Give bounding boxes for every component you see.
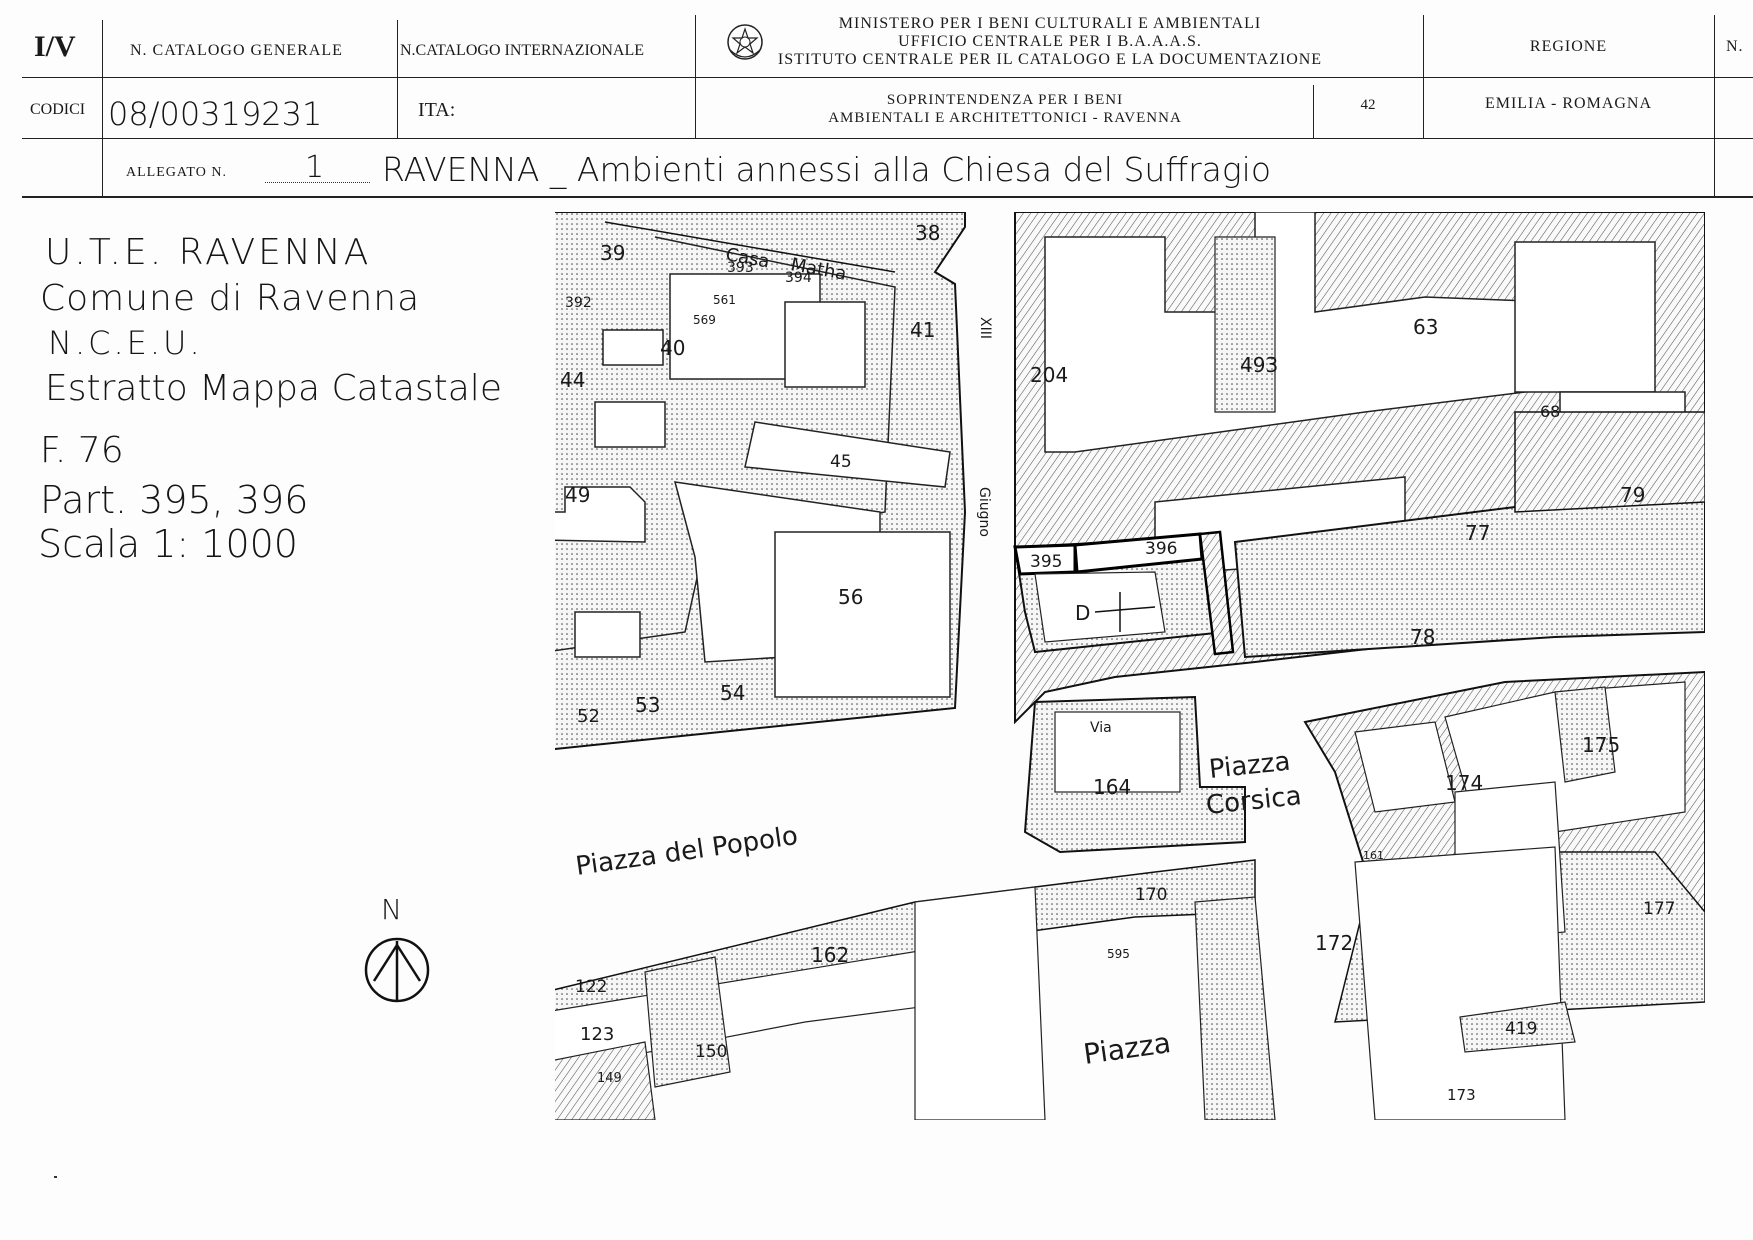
parcel-41: 41 xyxy=(910,318,935,342)
parcel-52: 52 xyxy=(577,706,600,727)
label-giugno: Giugno xyxy=(976,487,992,537)
parcel-396: 396 xyxy=(1145,539,1177,559)
parcel-177: 177 xyxy=(1643,899,1675,919)
parcel-174: 174 xyxy=(1445,771,1483,795)
parcel-45: 45 xyxy=(830,452,852,472)
parcel-44: 44 xyxy=(560,368,585,392)
label-piazza: Piazza xyxy=(1081,1026,1173,1071)
parcel-d: D xyxy=(1075,601,1090,625)
parcel-54: 54 xyxy=(720,681,745,705)
parcel-393: 393 xyxy=(727,260,754,276)
parcel-419: 419 xyxy=(1505,1019,1537,1039)
codici-value: 08/00319231 xyxy=(108,95,323,133)
parcel-149: 149 xyxy=(597,1071,622,1086)
allegato-label: ALLEGATO N. xyxy=(126,165,227,180)
soprintendenza-line-2: AMBIENTALI E ARCHITETTONICI - RAVENNA xyxy=(828,110,1182,126)
parcel-170: 170 xyxy=(1135,885,1167,905)
parcel-78: 78 xyxy=(1410,625,1435,649)
parcel-68: 68 xyxy=(1540,402,1560,421)
parcel-56: 56 xyxy=(838,585,863,609)
parcel-595: 595 xyxy=(1107,947,1130,961)
catalogo-generale-label: N. CATALOGO GENERALE xyxy=(130,42,343,59)
ita-label: ITA: xyxy=(418,99,456,121)
label-piazza-del-popolo: Piazza del Popolo xyxy=(574,821,800,882)
note-ute: U.T.E. RAVENNA xyxy=(45,232,372,273)
parcel-395: 395 xyxy=(1030,552,1062,572)
label-xiii: XIII xyxy=(977,317,993,339)
catalogue-header: I/V N. CATALOGO GENERALE N.CATALOGO INTE… xyxy=(0,0,1753,200)
block-east-middle xyxy=(1233,411,1705,659)
parcel-79: 79 xyxy=(1620,483,1645,507)
parcel-39: 39 xyxy=(600,241,625,265)
n-label: N. xyxy=(1726,38,1744,55)
note-nceu: N.C.E.U. xyxy=(48,324,203,362)
code-42: 42 xyxy=(1360,97,1376,113)
parcel-204: 204 xyxy=(1030,363,1068,387)
ministry-line-1: MINISTERO PER I BENI CULTURALI E AMBIENT… xyxy=(838,15,1262,32)
parcel-161: 161 xyxy=(1363,849,1384,862)
catalogo-internazionale-label: N.CATALOGO INTERNAZIONALE xyxy=(400,42,645,59)
parcel-53: 53 xyxy=(635,693,660,717)
label-piazza-corsica-1: Piazza xyxy=(1208,747,1292,785)
ministry-line-2: UFFICIO CENTRALE PER I B.A.A.A.S. xyxy=(898,33,1202,50)
note-particelle: Part. 395, 396 xyxy=(40,478,309,522)
regione-label: REGIONE xyxy=(1529,38,1608,55)
parcel-569: 569 xyxy=(693,313,716,327)
note-estratto: Estratto Mappa Catastale xyxy=(45,368,502,409)
parcel-561: 561 xyxy=(713,293,736,307)
regione-value: EMILIA - ROMAGNA xyxy=(1484,95,1653,112)
note-comune: Comune di Ravenna xyxy=(40,278,421,319)
soprintendenza-line-1: SOPRINTENDENZA PER I BENI xyxy=(886,92,1124,108)
parcel-38: 38 xyxy=(915,221,940,245)
parcel-150: 150 xyxy=(695,1042,727,1062)
parcel-162: 162 xyxy=(811,943,849,967)
volume-number: I/V xyxy=(34,30,76,63)
parcel-labels: 38 39 392 393 394 561 569 40 41 44 45 49… xyxy=(560,221,1675,1104)
parcel-172: 172 xyxy=(1315,931,1353,955)
allegato-dotted-line xyxy=(265,182,370,183)
label-via: Via xyxy=(1090,720,1112,736)
block-north-west xyxy=(555,212,967,750)
block-south xyxy=(555,846,1576,1120)
parcel-173: 173 xyxy=(1447,1086,1476,1104)
parcel-493: 493 xyxy=(1240,353,1278,377)
parcel-164: 164 xyxy=(1093,775,1131,799)
parcel-49: 49 xyxy=(565,483,590,507)
cadastral-map: 38 39 392 393 394 561 569 40 41 44 45 49… xyxy=(555,212,1705,1120)
parcel-394: 394 xyxy=(785,270,812,286)
parcel-123: 123 xyxy=(580,1024,614,1045)
parcel-175: 175 xyxy=(1582,733,1620,757)
parcel-122: 122 xyxy=(575,977,607,997)
parcel-77: 77 xyxy=(1465,521,1490,545)
block-d-subject-parcels xyxy=(1013,530,1235,656)
note-foglio: F. 76 xyxy=(40,430,124,471)
parcel-63: 63 xyxy=(1413,315,1438,339)
north-arrow-icon xyxy=(364,937,430,1003)
note-scala: Scala 1: 1000 xyxy=(38,522,298,566)
codici-label: CODICI xyxy=(30,101,86,118)
scan-speck xyxy=(54,1176,57,1178)
north-label: N xyxy=(381,893,402,926)
parcel-40: 40 xyxy=(660,336,685,360)
republic-emblem-icon xyxy=(727,24,763,60)
ministry-line-3: ISTITUTO CENTRALE PER IL CATALOGO E LA D… xyxy=(777,51,1323,68)
allegato-title: RAVENNA _ Ambienti annessi alla Chiesa d… xyxy=(382,150,1272,189)
parcel-392: 392 xyxy=(565,295,592,311)
cadastral-map-drawing: 38 39 392 393 394 561 569 40 41 44 45 49… xyxy=(555,212,1705,1120)
allegato-number: 1 xyxy=(305,150,325,185)
